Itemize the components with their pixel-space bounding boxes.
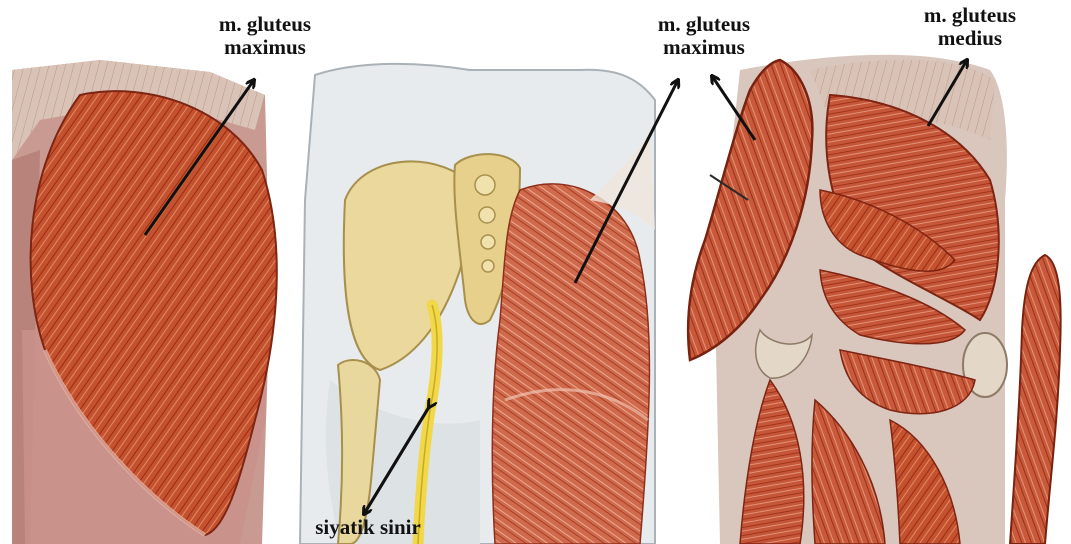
right-tfl-muscle [1010,255,1061,544]
left-gluteus-panel [12,60,277,544]
label-line-1: m. gluteus [205,13,325,36]
label-left-gluteus-maximus: m. gluteus maximus [205,13,325,59]
right-deep-gluteal-panel [688,55,1061,544]
middle-posterior-panel [300,64,655,544]
middle-gluteus-maximus-muscle [492,184,649,544]
label-line-1: m. gluteus [910,4,1030,27]
label-middle-gluteus-maximus: m. gluteus maximus [644,13,764,59]
label-line-2: maximus [205,36,325,59]
label-right-gluteus-medius: m. gluteus medius [910,4,1030,50]
label-line-2: maximus [644,36,764,59]
label-line-1: siyatik sinir [298,516,438,539]
label-sciatic-nerve: siyatik sinir [298,516,438,539]
label-line-1: m. gluteus [644,13,764,36]
label-line-2: medius [910,27,1030,50]
